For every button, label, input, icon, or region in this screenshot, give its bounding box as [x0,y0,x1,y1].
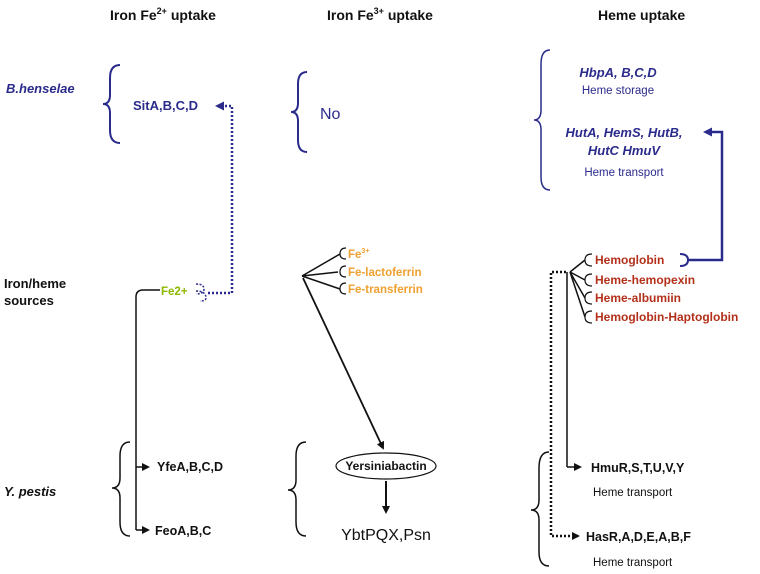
source-fe2: Fe2+ [161,286,188,298]
fe2-source-bracket [135,289,160,530]
heme-receptor-icons [584,253,593,324]
source-hemoglobin-haptoglobin: Hemoglobin-Haptoglobin [595,310,738,324]
heme-fan [569,259,586,318]
source-heme-albumin: Heme-albumiin [595,291,681,305]
heme-to-has-link [549,270,580,540]
gene-huta-line2: HutC HmuV [588,143,662,158]
gene-hmu: HmuR,S,T,U,V,Y [591,461,685,475]
hemoglobin-receptor-icon [679,253,690,267]
hemoglobin-to-huta-link [688,127,724,262]
gene-huta-line1: HutA, HemS, HutB, [566,125,683,140]
fe3-fan [301,253,341,290]
gene-feo: FeoA,B,C [155,524,211,538]
fe3-receptor-icons [339,247,347,295]
row-label-bhenselae: B.henselae [6,81,75,96]
brace-bhenselae-fe3 [290,71,308,153]
row-label-sources-line2: sources [4,293,54,308]
source-fe-lactoferrin: Fe-lactoferrin [348,267,422,279]
brace-bhenselae-fe2 [102,64,121,144]
label-heme-transport-bh: Heme transport [584,167,664,179]
source-fe3: Fe3+ [348,248,369,261]
siderophore-yersiniabactin: Yersiniabactin [345,459,426,473]
label-heme-transport-hmu: Heme transport [593,487,673,499]
gene-ybt: YbtPQX,Psn [341,527,431,544]
gene-hbpa: HbpA, B,C,D [579,65,657,80]
source-fe-transferrin: Fe-transferrin [348,284,423,296]
gene-yfe: YfeA,B,C,D [157,460,223,474]
brace-ypestis-fe3 [287,441,307,537]
yersiniabactin-ellipse [335,452,437,480]
row-label-sources-line1: Iron/heme [4,276,66,291]
gene-sita: SitA,B,C,D [133,98,198,113]
brace-bhenselae-heme [533,49,551,191]
fe2-to-sita-link [208,101,234,295]
row-label-ypestis: Y. pestis [4,484,56,499]
source-hemoglobin: Hemoglobin [595,253,664,267]
header-fe3-uptake: Iron Fe3+ uptake [327,6,433,23]
label-heme-storage: Heme storage [582,85,654,97]
header-heme-uptake: Heme uptake [598,7,685,23]
gene-has: HasR,A,D,E,A,B,F [586,530,691,544]
header-fe2-uptake: Iron Fe2+ uptake [110,6,216,23]
source-heme-hemopexin: Heme-hemopexin [595,273,695,287]
label-heme-transport-has: Heme transport [593,557,673,569]
fe2-receptor-icon [195,283,207,302]
arrow-to-yersiniabactin [302,277,385,450]
fe3-none: No [320,106,341,123]
brace-ypestis-fe2 [111,441,131,537]
brace-ypestis-heme [530,451,550,567]
